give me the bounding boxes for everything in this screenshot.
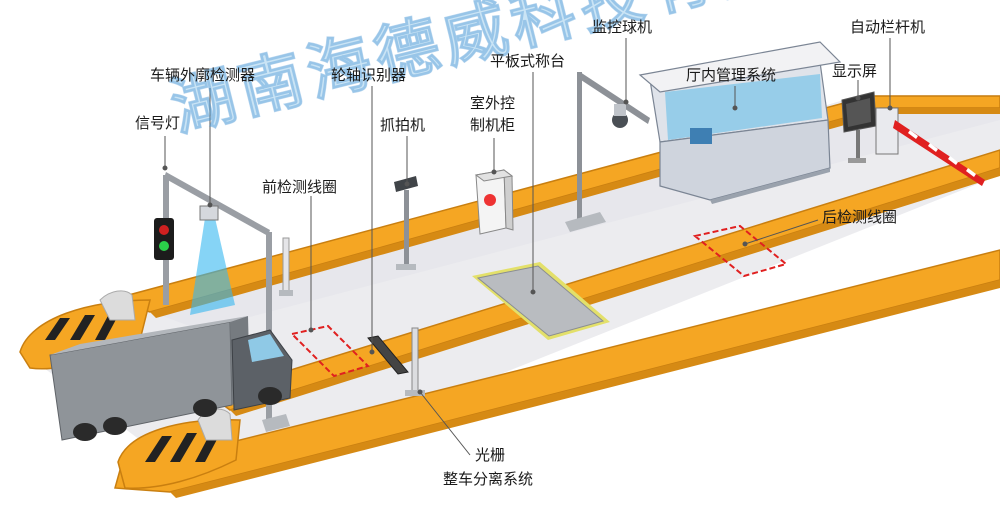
label-light-curtain: 光栅 xyxy=(475,446,506,464)
label-outdoor-cabinet-1: 室外控 xyxy=(470,94,516,112)
label-vehicle-profile-detector: 车辆外廓检测器 xyxy=(150,66,256,84)
management-booth xyxy=(638,41,842,204)
leader-lines xyxy=(162,38,893,456)
label-snapshot-camera: 抓拍机 xyxy=(380,116,426,134)
truck xyxy=(49,316,293,441)
barrier-gate-machine xyxy=(875,107,985,186)
label-booth-system: 厅内管理系统 xyxy=(686,66,777,84)
label-platform-scale: 平板式称台 xyxy=(490,52,566,70)
lower-curb xyxy=(114,249,1000,498)
label-axle-identifier: 轮轴识别器 xyxy=(331,66,407,84)
label-barrier-gate: 自动栏杆机 xyxy=(850,18,926,36)
label-outdoor-cabinet-2: 制机柜 xyxy=(470,116,516,134)
led-display-screen xyxy=(841,91,877,163)
light-curtain-pillar xyxy=(405,327,425,396)
axle-identifier-strip xyxy=(367,335,409,375)
label-dome-camera: 监控球机 xyxy=(592,18,653,36)
label-vehicle-separation: 整车分离系统 xyxy=(443,470,534,488)
front-loop-post xyxy=(279,237,293,296)
signal-gantry xyxy=(154,172,290,432)
platform-scale xyxy=(472,262,610,340)
label-rear-loop: 后检测线圈 xyxy=(822,208,898,226)
right-island-nose xyxy=(117,408,241,489)
label-front-loop: 前检测线圈 xyxy=(262,178,338,196)
label-signal-light: 信号灯 xyxy=(135,114,181,132)
front-detection-loop xyxy=(290,324,370,378)
rear-detection-loop xyxy=(692,224,789,278)
label-display-screen: 显示屏 xyxy=(832,62,878,80)
dome-camera-pole xyxy=(565,72,650,232)
left-island-nose xyxy=(19,290,151,370)
outdoor-control-cabinet xyxy=(474,168,514,235)
